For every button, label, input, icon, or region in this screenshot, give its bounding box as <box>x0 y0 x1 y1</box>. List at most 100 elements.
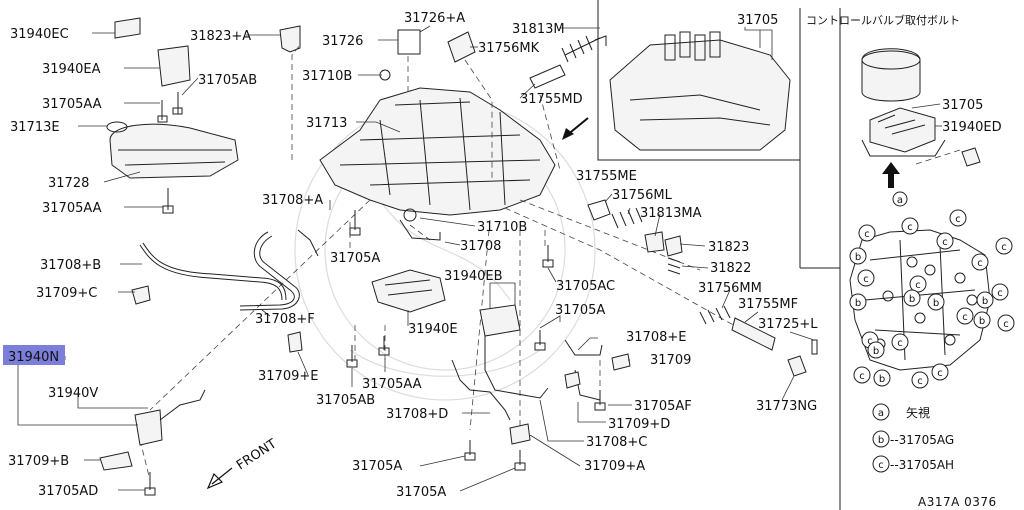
part-label-31709[interactable]: 31709 <box>650 353 691 368</box>
part-label-31773NG[interactable]: 31773NG <box>756 399 817 414</box>
front-arrow-icon <box>206 467 233 490</box>
part-label-31709C[interactable]: 31709+C <box>36 286 97 301</box>
bolt-callout-c-circle-0 <box>858 224 876 242</box>
bolt-location-map <box>849 229 991 371</box>
bolt-callout-c-8: c <box>867 336 873 347</box>
bolt-callout-c-14: c <box>897 338 903 349</box>
part-label-31813MA[interactable]: 31813MA <box>640 206 702 221</box>
part-label-31940V[interactable]: 31940V <box>48 386 98 401</box>
legend: a 矢視 b --31705AG c --31705AH <box>872 403 954 473</box>
part-label-31709B[interactable]: 31709+B <box>8 454 69 469</box>
detail-box-frames <box>597 0 841 510</box>
part-label-31705AB-top[interactable]: 31705AB <box>198 73 257 88</box>
bolt-callout-b-1: b <box>855 298 861 309</box>
part-label-31813M[interactable]: 31813M <box>512 22 565 37</box>
bolt-callout-c-circle-4 <box>936 232 954 250</box>
part-label-31756MM[interactable]: 31756MM <box>698 281 762 296</box>
part-label-31705A-4[interactable]: 31705A <box>396 485 446 500</box>
part-label-31708[interactable]: 31708 <box>460 239 501 254</box>
legend-mark-b-circle <box>872 430 890 448</box>
part-label-31705AB-low[interactable]: 31705AB <box>316 393 375 408</box>
part-label-31705-box[interactable]: 31705 <box>737 13 778 28</box>
bolt-callout-c-11: c <box>997 288 1003 299</box>
part-label-31822[interactable]: 31822 <box>710 261 751 276</box>
bolt-callout-b-3: b <box>933 298 939 309</box>
solenoid-assembly <box>134 269 521 446</box>
part-label-31710B-top[interactable]: 31710B <box>302 69 352 84</box>
bolt-callout-b-7: b <box>873 346 879 357</box>
legend-mark-a-circle <box>872 403 890 421</box>
part-label-31726[interactable]: 31726 <box>322 34 363 49</box>
legend-text-b: --31705AG <box>890 433 954 447</box>
bolt-callout-c-circle-3 <box>995 237 1013 255</box>
detail-arrow-icon <box>562 117 589 140</box>
part-label-31709A[interactable]: 31709+A <box>584 459 645 474</box>
part-label-31755MF[interactable]: 31755MF <box>738 297 798 312</box>
part-label-31713[interactable]: 31713 <box>306 116 347 131</box>
part-label-31823A[interactable]: 31823+A <box>190 29 251 44</box>
bolt-callout-c-2: c <box>955 214 961 225</box>
part-label-31705AD[interactable]: 31705AD <box>38 484 98 499</box>
bolt-callout-b-circle-6 <box>973 311 991 329</box>
part-label-31705AA-low[interactable]: 31705AA <box>362 377 422 392</box>
bolt-callout-c-10: c <box>917 376 923 387</box>
part-label-31940EC[interactable]: 31940EC <box>10 27 69 42</box>
valve-spools-springs <box>587 35 818 377</box>
bolt-callout-b-circle-4 <box>903 289 921 307</box>
bolt-callout-b-2: b <box>879 374 885 385</box>
bolt-callout-c-circle-7 <box>971 253 989 271</box>
selected-part-highlight <box>3 345 65 365</box>
part-label-31708B[interactable]: 31708+B <box>40 258 101 273</box>
legend-mark-a: a <box>878 408 884 419</box>
part-label-31756MK[interactable]: 31756MK <box>478 41 540 56</box>
part-label-31713E[interactable]: 31713E <box>10 120 60 135</box>
part-label-31940EB[interactable]: 31940EB <box>444 269 503 284</box>
legend-mark-b: b <box>878 435 884 446</box>
part-label-31756ML[interactable]: 31756ML <box>612 188 673 203</box>
part-label-31705-inset[interactable]: 31705 <box>942 98 983 113</box>
part-label-31709D[interactable]: 31709+D <box>608 417 670 432</box>
bolt-callout-c-circle-11 <box>991 283 1009 301</box>
part-label-31708C[interactable]: 31708+C <box>586 435 647 450</box>
bolt-callout-b-circle-1 <box>849 293 867 311</box>
part-label-31940EA[interactable]: 31940EA <box>42 62 101 77</box>
front-label: FRONT <box>234 437 279 474</box>
part-label-31940N[interactable]: 31940N <box>8 350 59 365</box>
part-label-31705AC[interactable]: 31705AC <box>556 279 615 294</box>
part-label-31705A-1[interactable]: 31705A <box>330 251 380 266</box>
part-label-31755ME[interactable]: 31755ME <box>576 169 637 184</box>
part-label-31725L[interactable]: 31725+L <box>758 317 818 332</box>
diagram-code: A317A 0376 <box>918 495 997 509</box>
part-label-31708D[interactable]: 31708+D <box>386 407 448 422</box>
part-labels: 31940EC 31823+A 31940EA 31705AB 31705AA … <box>8 11 1002 500</box>
part-label-31940ED[interactable]: 31940ED <box>942 120 1002 135</box>
part-label-31705A-2[interactable]: 31705A <box>555 303 605 318</box>
inset-callout-mark: a <box>897 195 903 206</box>
bolt-callout-c-circle-9 <box>853 366 871 384</box>
bolt-callout-c-7: c <box>977 258 983 269</box>
part-label-31705AA-mid[interactable]: 31705AA <box>42 201 102 216</box>
part-label-31755MD[interactable]: 31755MD <box>520 92 583 107</box>
part-label-31705A-3[interactable]: 31705A <box>352 459 402 474</box>
bolt-callout-c-circle-13 <box>956 307 974 325</box>
legend-mark-c-circle <box>872 455 890 473</box>
part-label-31710B-mid[interactable]: 31710B <box>477 220 527 235</box>
part-label-31823[interactable]: 31823 <box>708 240 749 255</box>
bolt-callout-b-5: b <box>982 296 988 307</box>
bolt-callout-c-0: c <box>864 229 870 240</box>
part-label-31705AA-top[interactable]: 31705AA <box>42 97 102 112</box>
bolt-callout-c-12: c <box>1003 319 1009 330</box>
part-label-31940E[interactable]: 31940E <box>408 322 458 337</box>
bolt-callout-c-13: c <box>962 312 968 323</box>
bolt-callout-b-4: b <box>909 294 915 305</box>
part-label-31708A[interactable]: 31708+A <box>262 193 323 208</box>
bolt-callout-c-circle-15 <box>931 363 949 381</box>
part-label-31708E[interactable]: 31708+E <box>626 330 686 345</box>
bolt-callout-b-circle-3 <box>927 293 945 311</box>
part-label-31709E[interactable]: 31709+E <box>258 369 318 384</box>
part-label-31726A[interactable]: 31726+A <box>404 11 465 26</box>
part-label-31728[interactable]: 31728 <box>48 176 89 191</box>
bolt-callout-c-circle-10 <box>911 371 929 389</box>
part-label-31708F[interactable]: 31708+F <box>255 312 315 327</box>
part-label-31705AF[interactable]: 31705AF <box>634 399 692 414</box>
